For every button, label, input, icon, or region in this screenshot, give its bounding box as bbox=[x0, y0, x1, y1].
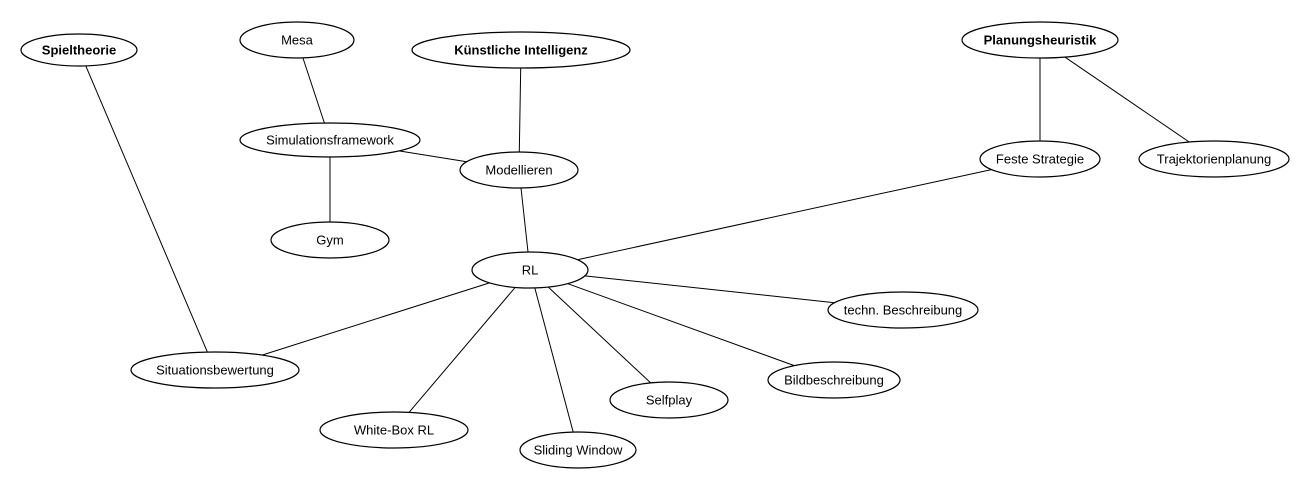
node-gym: Gym bbox=[270, 221, 390, 259]
edges-layer bbox=[85, 56, 1190, 433]
node-label-feste-strategie: Feste Strategie bbox=[996, 152, 1084, 167]
node-ki: Künstliche Intelligenz bbox=[411, 31, 631, 69]
edge-rl-to-situationsbewertung bbox=[261, 282, 490, 356]
node-white-box-rl: White-Box RL bbox=[319, 411, 469, 449]
node-situationsbewertung: Situationsbewertung bbox=[130, 351, 300, 389]
node-label-bildbeschreibung: Bildbeschreibung bbox=[784, 373, 884, 388]
node-ellipse-situationsbewertung bbox=[130, 351, 300, 389]
node-ellipse-ki bbox=[411, 31, 631, 69]
node-selfplay: Selfplay bbox=[609, 381, 729, 419]
node-ellipse-modellieren bbox=[459, 151, 579, 189]
node-label-rl: RL bbox=[522, 263, 539, 278]
node-ellipse-bildbeschreibung bbox=[767, 361, 901, 399]
node-ellipse-techn-beschreibung bbox=[827, 291, 979, 329]
edge-planungsheuristik-to-trajektorienplanung bbox=[1064, 56, 1190, 143]
node-ellipse-simulationsframework bbox=[239, 122, 421, 158]
node-sliding-window: Sliding Window bbox=[519, 431, 637, 469]
node-label-sliding-window: Sliding Window bbox=[534, 443, 623, 458]
node-label-techn-beschreibung: techn. Beschreibung bbox=[844, 303, 963, 318]
node-label-white-box-rl: White-Box RL bbox=[354, 423, 434, 438]
node-techn-beschreibung: techn. Beschreibung bbox=[827, 291, 979, 329]
node-ellipse-sliding-window bbox=[519, 431, 637, 469]
node-label-mesa: Mesa bbox=[281, 33, 314, 48]
edge-spieltheorie-to-situationsbewertung bbox=[85, 65, 208, 353]
edge-rl-to-white-box-rl bbox=[408, 287, 516, 413]
edge-simulationsframework-to-modellieren bbox=[398, 150, 467, 163]
node-planungsheuristik: Planungsheuristik bbox=[961, 21, 1119, 59]
node-modellieren: Modellieren bbox=[459, 151, 579, 189]
node-ellipse-spieltheorie bbox=[20, 33, 138, 67]
node-ellipse-feste-strategie bbox=[979, 140, 1101, 178]
edge-mesa-to-simulationsframework bbox=[302, 57, 325, 124]
edge-rl-to-techn-beschreibung bbox=[584, 275, 835, 304]
node-label-ki: Künstliche Intelligenz bbox=[454, 43, 588, 58]
node-simulationsframework: Simulationsframework bbox=[239, 122, 421, 158]
edge-modellieren-to-rl bbox=[520, 187, 529, 253]
edge-ki-to-modellieren bbox=[518, 67, 522, 153]
node-mesa: Mesa bbox=[239, 21, 355, 59]
node-trajektorienplanung: Trajektorienplanung bbox=[1138, 140, 1290, 178]
edge-feste-strategie-to-rl bbox=[577, 169, 992, 261]
node-ellipse-rl bbox=[471, 251, 589, 289]
edge-rl-to-sliding-window bbox=[534, 287, 574, 433]
node-label-situationsbewertung: Situationsbewertung bbox=[156, 363, 274, 378]
node-bildbeschreibung: Bildbeschreibung bbox=[767, 361, 901, 399]
node-ellipse-trajektorienplanung bbox=[1138, 140, 1290, 178]
node-ellipse-planungsheuristik bbox=[961, 21, 1119, 59]
node-ellipse-mesa bbox=[239, 21, 355, 59]
node-ellipse-selfplay bbox=[609, 381, 729, 419]
node-ellipse-white-box-rl bbox=[319, 411, 469, 449]
node-label-modellieren: Modellieren bbox=[485, 163, 552, 178]
node-label-selfplay: Selfplay bbox=[646, 393, 693, 408]
node-ellipse-gym bbox=[270, 221, 390, 259]
node-label-gym: Gym bbox=[316, 233, 343, 248]
node-label-simulationsframework: Simulationsframework bbox=[266, 133, 394, 148]
node-feste-strategie: Feste Strategie bbox=[979, 140, 1101, 178]
node-label-spieltheorie: Spieltheorie bbox=[42, 43, 116, 58]
node-spieltheorie: Spieltheorie bbox=[20, 33, 138, 67]
edge-rl-to-selfplay bbox=[547, 286, 652, 384]
edge-rl-to-bildbeschreibung bbox=[567, 283, 795, 367]
node-label-trajektorienplanung: Trajektorienplanung bbox=[1157, 152, 1271, 167]
node-label-planungsheuristik: Planungsheuristik bbox=[984, 33, 1097, 48]
node-rl: RL bbox=[471, 251, 589, 289]
